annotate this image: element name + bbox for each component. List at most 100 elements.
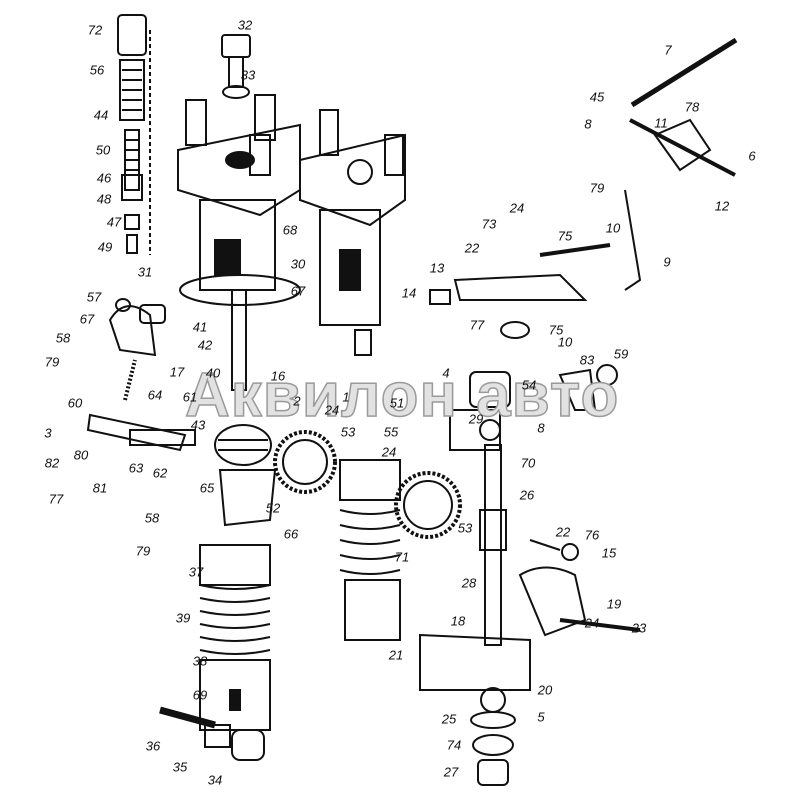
part-label: 68 bbox=[282, 222, 298, 238]
part-label: 75 bbox=[548, 322, 564, 338]
part-label: 10 bbox=[605, 220, 621, 236]
part-label: 73 bbox=[481, 216, 497, 232]
part-label: 33 bbox=[240, 67, 256, 83]
part-label: 7 bbox=[664, 42, 672, 58]
part-label: 2 bbox=[293, 393, 301, 409]
part-label: 67 bbox=[290, 283, 306, 299]
part-label: 34 bbox=[207, 772, 223, 788]
part-label: 49 bbox=[97, 239, 113, 255]
part-label: 58 bbox=[55, 330, 71, 346]
part-label: 45 bbox=[589, 89, 605, 105]
part-label: 35 bbox=[172, 759, 188, 775]
delivery-valve-assembly bbox=[117, 14, 151, 255]
part-label: 12 bbox=[714, 198, 730, 214]
bottom-parts bbox=[159, 706, 265, 761]
part-label: 61 bbox=[182, 389, 198, 405]
pump-head-left bbox=[177, 94, 301, 306]
part-label: 71 bbox=[394, 549, 410, 565]
bolt-assembly bbox=[221, 34, 251, 99]
part-label: 26 bbox=[519, 487, 535, 503]
part-label: 43 bbox=[190, 417, 206, 433]
part-label: 72 bbox=[87, 22, 103, 38]
part-label: 53 bbox=[340, 424, 356, 440]
part-label: 1 bbox=[342, 389, 350, 405]
part-label: 78 bbox=[684, 99, 700, 115]
springs bbox=[123, 359, 401, 731]
part-label: 79 bbox=[135, 543, 151, 559]
part-label: 23 bbox=[631, 620, 647, 636]
part-label: 70 bbox=[520, 455, 536, 471]
part-label: 4 bbox=[442, 365, 450, 381]
part-label: 30 bbox=[290, 256, 306, 272]
plunger-shaft bbox=[214, 289, 277, 527]
part-label: 79 bbox=[589, 180, 605, 196]
part-label: 19 bbox=[606, 596, 622, 612]
part-label: 67 bbox=[79, 311, 95, 327]
part-label: 42 bbox=[197, 337, 213, 353]
part-label: 52 bbox=[265, 500, 281, 516]
part-label: 47 bbox=[106, 214, 122, 230]
part-label: 64 bbox=[147, 387, 163, 403]
part-label: 83 bbox=[579, 352, 595, 368]
part-label: 14 bbox=[401, 285, 417, 301]
part-label: 57 bbox=[86, 289, 102, 305]
part-label: 29 bbox=[468, 411, 484, 427]
part-label: 41 bbox=[192, 319, 208, 335]
part-label: 53 bbox=[457, 520, 473, 536]
part-label: 27 bbox=[443, 764, 459, 780]
part-label: 76 bbox=[584, 527, 600, 543]
part-label: 36 bbox=[145, 738, 161, 754]
part-label: 24 bbox=[509, 200, 525, 216]
part-label: 18 bbox=[450, 613, 466, 629]
part-label: 15 bbox=[601, 545, 617, 561]
pump-head-right bbox=[299, 109, 406, 356]
part-label: 24 bbox=[324, 402, 340, 418]
part-label: 25 bbox=[441, 711, 457, 727]
part-label: 65 bbox=[199, 480, 215, 496]
part-label: 9 bbox=[663, 254, 671, 270]
part-label: 48 bbox=[96, 191, 112, 207]
part-label: 8 bbox=[537, 420, 545, 436]
part-label: 32 bbox=[237, 17, 253, 33]
part-label: 74 bbox=[446, 737, 462, 753]
part-label: 6 bbox=[748, 148, 756, 164]
part-label: 20 bbox=[537, 682, 553, 698]
part-label: 77 bbox=[48, 491, 64, 507]
part-label: 11 bbox=[654, 115, 668, 131]
part-label: 10 bbox=[557, 334, 573, 350]
part-label: 24 bbox=[584, 615, 600, 631]
part-label: 39 bbox=[175, 610, 191, 626]
part-label: 5 bbox=[537, 709, 545, 725]
part-label: 22 bbox=[464, 240, 480, 256]
part-label: 56 bbox=[89, 62, 105, 78]
part-label: 46 bbox=[96, 170, 112, 186]
part-label: 51 bbox=[389, 395, 405, 411]
part-label: 66 bbox=[283, 526, 299, 542]
part-label: 40 bbox=[205, 365, 221, 381]
part-label: 8 bbox=[584, 116, 592, 132]
part-label: 24 bbox=[381, 444, 397, 460]
part-label: 58 bbox=[144, 510, 160, 526]
part-label: 81 bbox=[92, 480, 108, 496]
part-label: 22 bbox=[555, 524, 571, 540]
regulator-shaft bbox=[419, 364, 641, 786]
part-label: 54 bbox=[521, 377, 537, 393]
part-label: 75 bbox=[557, 228, 573, 244]
part-label: 79 bbox=[44, 354, 60, 370]
part-label: 28 bbox=[461, 575, 477, 591]
part-label: 31 bbox=[137, 264, 153, 280]
part-label: 21 bbox=[388, 647, 404, 663]
part-label: 59 bbox=[613, 346, 629, 362]
part-label: 44 bbox=[93, 107, 109, 123]
gears bbox=[273, 430, 462, 539]
part-label: 60 bbox=[67, 395, 83, 411]
part-label: 16 bbox=[270, 368, 286, 384]
part-label: 77 bbox=[469, 317, 485, 333]
part-label: 17 bbox=[169, 364, 185, 380]
part-label: 69 bbox=[192, 687, 208, 703]
part-label: 82 bbox=[44, 455, 60, 471]
part-label: 63 bbox=[128, 460, 144, 476]
part-label: 37 bbox=[188, 564, 204, 580]
